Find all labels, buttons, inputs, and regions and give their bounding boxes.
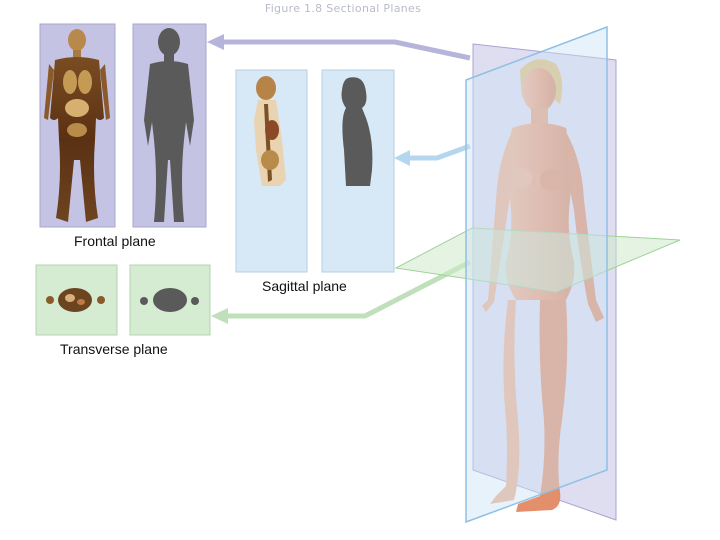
transverse-arrow (211, 259, 472, 324)
sagittal-silhouette-figure (341, 77, 373, 186)
sagittal-plane-label: Sagittal plane (262, 278, 347, 294)
transverse-panel-group (35, 264, 211, 336)
transverse-silhouette-figure (140, 288, 199, 312)
frontal-silhouette-figure (144, 28, 194, 222)
sagittal-plane (465, 25, 608, 524)
frontal-section-figure (44, 29, 110, 222)
figure-title: Figure 1.8 Sectional Planes (264, 2, 422, 15)
frontal-panel-group (39, 23, 207, 228)
transverse-plane (394, 227, 681, 293)
frontal-plane-label: Frontal plane (74, 233, 156, 249)
transverse-plane-label: Transverse plane (60, 341, 168, 357)
sagittal-arrow (394, 143, 471, 166)
sagittal-section-figure (254, 76, 286, 186)
transverse-section-figure (46, 288, 105, 312)
frontal-arrow (207, 34, 471, 61)
sagittal-panel-group (235, 69, 395, 273)
